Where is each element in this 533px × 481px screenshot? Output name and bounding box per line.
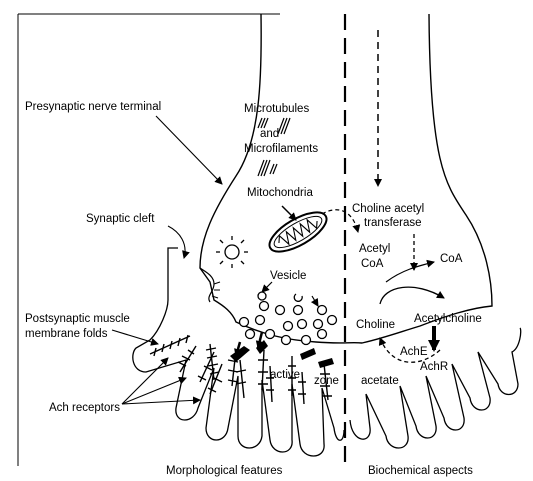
label-ach-receptors: Ach receptors [49,402,120,414]
synaptic-vesicles [240,292,337,345]
postsynaptic-pointer [112,330,158,344]
active-zone-bars [230,340,334,368]
label-microfilaments: Microfilaments [244,143,318,155]
ach-pointer-3 [122,400,200,404]
vesicle-arrow [262,282,272,292]
caption-biochemical: Biochemical aspects [368,465,473,477]
label-choline-acetyl-2: transferase [364,217,422,229]
label-presynaptic: Presynaptic nerve terminal [25,101,161,113]
label-mitochondria: Mitochondria [247,187,313,199]
label-acetylcholine: Acetylcholine [414,313,482,325]
presynaptic-pointer [156,116,222,184]
label-postsynaptic-2: membrane folds [25,328,108,340]
label-active: active [270,369,300,381]
label-ache: AchE [400,346,428,358]
cleft-pointer [168,226,185,258]
caption-morphological: Morphological features [166,465,283,477]
choline-to-ach-arrow [380,287,444,304]
ach-pointer-1 [122,378,186,404]
label-choline-acetyl-1: Choline acetyl [352,203,424,215]
vesicle-arrow-2 [312,296,318,306]
label-acetyl: Acetyl [359,243,390,255]
label-vesicle: Vesicle [270,270,306,282]
mitochondrion-icon [264,205,332,260]
coa-arrow [386,262,434,282]
ach-pointer-2 [122,358,168,404]
label-zone: zone [314,375,339,387]
frame [18,14,280,466]
label-postsynaptic-1: Postsynaptic muscle [25,313,130,325]
label-synaptic-cleft: Synaptic cleft [86,213,155,225]
terminal-fold [200,268,214,302]
coated-vesicle-icon [216,236,248,268]
label-coa-left: CoA [361,258,384,270]
label-achr: AchR [420,361,448,373]
label-choline: Choline [356,319,395,331]
ach-receptor-ticks [150,335,332,404]
label-and: and [260,128,279,140]
label-coa-right: CoA [440,253,463,265]
label-microtubules: Microtubules [244,103,309,115]
label-acetate: acetate [361,375,399,387]
mito-label-arrow [282,206,296,220]
